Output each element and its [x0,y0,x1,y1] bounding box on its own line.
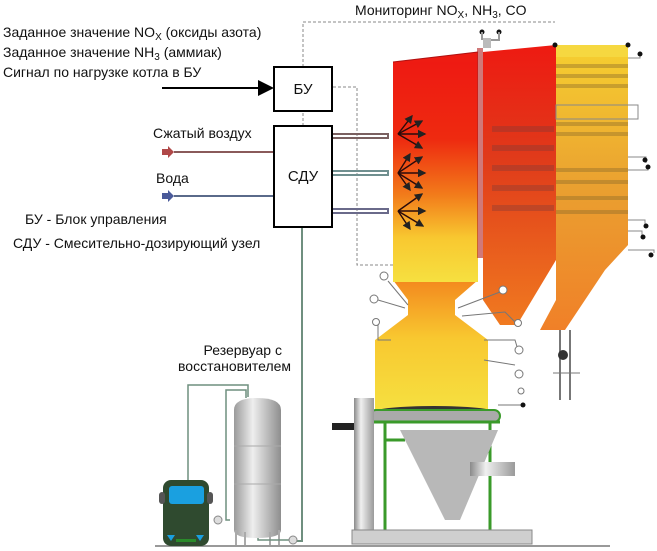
support-column [354,398,374,533]
compressed-air-line [162,146,273,158]
furnace [375,48,488,410]
legend-sdu: СДУ - Смесительно-дозирующий узел [13,235,261,251]
injection-pipes [332,133,389,214]
dosing-unit-block: СДУ [273,125,333,228]
water-label: Вода [156,170,189,186]
convective-pass [540,45,639,330]
burner-injection-arrows [397,114,427,231]
pump-icon [213,515,223,525]
second-pass [483,45,556,325]
compressed-air-label: Сжатый воздух [153,125,252,141]
reagent-truck-icon [159,480,213,546]
legend-bu: БУ - Блок управления [25,211,167,227]
reagent-tank [234,398,281,545]
nh3-setpoint-label: Заданное значение NH3 (аммиак) [3,44,222,63]
tank-label: Резервуар с восстановителем [178,342,292,374]
sensor-taps [628,54,655,253]
throat-taps [369,271,525,395]
tank-pipes [187,384,290,541]
water-line [162,190,273,202]
ash-hopper [400,430,498,520]
ash-valve-icon [553,330,580,400]
grate [369,409,501,423]
monitoring-label: Мониторинг NOX, NH3, CO [355,2,527,21]
nox-setpoint-label: Заданное значение NOX (оксиды азота) [3,24,262,43]
pump-icon [288,535,298,545]
base-beam [351,529,533,545]
control-unit-block: БУ [273,66,333,112]
load-signal-label: Сигнал по нагрузке котла в БУ [3,64,202,80]
top-probe-icon [479,29,502,48]
reagent-pipe [295,227,303,542]
